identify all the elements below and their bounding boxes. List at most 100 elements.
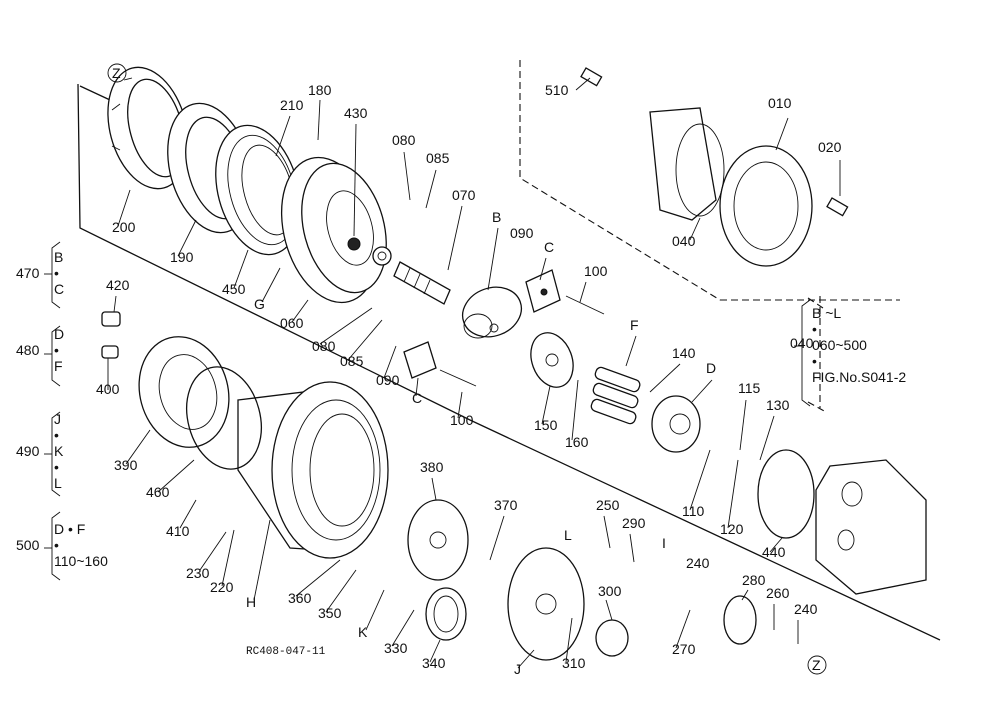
part-label-090a: 090	[510, 225, 534, 241]
motor-block	[815, 459, 927, 595]
part-label-410: 410	[166, 523, 190, 539]
side-group-line: •	[54, 265, 59, 281]
side-group-line: F	[54, 358, 63, 374]
part-label-230: 230	[186, 565, 210, 581]
part-label-160: 160	[565, 434, 589, 450]
side-group-code-500: 500	[16, 537, 40, 553]
side-group-code-490: 490	[16, 443, 40, 459]
part-label-180: 180	[308, 82, 332, 98]
part-label-450: 450	[222, 281, 246, 297]
part-label-f: F	[630, 317, 639, 333]
gear-340	[425, 587, 467, 641]
part-label-440: 440	[762, 544, 786, 560]
part-label-040a: 040	[672, 233, 696, 249]
part-label-260: 260	[766, 585, 790, 601]
part-label-100a: 100	[584, 263, 608, 279]
part-label-310: 310	[562, 655, 586, 671]
part-label-085b: 085	[340, 353, 364, 369]
housing-H	[237, 381, 389, 559]
gear-280	[723, 595, 757, 645]
valve-block-C-upper	[525, 269, 605, 315]
note-040-line: 060~500	[812, 337, 867, 353]
side-group-line: B	[54, 249, 63, 265]
part-label-090b: 090	[376, 372, 400, 388]
swash-plate-D	[651, 395, 701, 453]
part-label-150: 150	[534, 417, 558, 433]
part-label-370: 370	[494, 497, 518, 513]
side-group-line: J	[54, 411, 61, 427]
part-label-g: G	[254, 296, 265, 312]
part-label-020: 020	[818, 139, 842, 155]
part-label-140: 140	[672, 345, 696, 361]
bolt-510	[580, 67, 603, 87]
part-label-k: K	[358, 624, 368, 640]
spindle-G	[280, 156, 392, 304]
note-040-line: FIG.No.S041-2	[812, 369, 906, 385]
part-label-115: 115	[738, 380, 761, 396]
part-label-240a: 240	[686, 555, 710, 571]
part-label-c2: C	[412, 390, 422, 406]
part-label-060: 060	[280, 315, 304, 331]
part-label-280: 280	[742, 572, 766, 588]
part-label-300: 300	[598, 583, 622, 599]
o-ring-460	[186, 366, 262, 470]
part-label-330: 330	[384, 640, 408, 656]
part-label-200: 200	[112, 219, 136, 235]
part-label-460: 460	[146, 484, 170, 500]
part-label-220: 220	[210, 579, 234, 595]
gear-300	[595, 619, 629, 657]
note-040-code: 040	[790, 335, 814, 351]
note-040-line: B ~L	[812, 305, 841, 321]
piston-set-F	[590, 366, 641, 425]
part-label-430: 430	[344, 105, 368, 121]
drive-motor-040	[649, 107, 725, 221]
bolt-020	[826, 197, 849, 217]
note-040-line: •	[812, 321, 817, 337]
leader-lines	[107, 77, 841, 669]
part-label-360: 360	[288, 590, 312, 606]
plate-150	[530, 332, 574, 388]
part-label-130: 130	[766, 397, 790, 413]
part-label-085a: 085	[426, 150, 450, 166]
part-label-210: 210	[280, 97, 304, 113]
side-group-line: •	[54, 427, 59, 443]
part-label-110: 110	[682, 503, 705, 519]
note-040-line: •	[812, 353, 817, 369]
thrust-plate-380	[407, 499, 469, 581]
part-label-120: 120	[720, 521, 744, 537]
side-group-line: D	[54, 326, 64, 342]
side-brackets	[44, 241, 811, 581]
part-label-340: 340	[422, 655, 446, 671]
side-group-code-470: 470	[16, 265, 40, 281]
reference-code: RC408-047-11	[246, 646, 326, 658]
z-marker-circle	[107, 63, 127, 83]
part-label-270: 270	[672, 641, 696, 657]
part-label-z2: Z	[812, 657, 821, 673]
side-group-line: 110~160	[54, 553, 108, 569]
side-group-line: •	[54, 459, 59, 475]
cover-390	[138, 336, 230, 448]
part-label-250: 250	[596, 497, 620, 513]
part-label-h: H	[246, 594, 256, 610]
side-group-line: C	[54, 281, 64, 297]
side-group-line: •	[54, 342, 59, 358]
shaft-070	[393, 261, 451, 305]
part-label-080a: 080	[392, 132, 416, 148]
side-group-code-480: 480	[16, 342, 40, 358]
part-label-290: 290	[622, 515, 646, 531]
part-label-i: I	[662, 535, 666, 551]
cylinder-block-B	[461, 286, 523, 339]
part-label-380: 380	[420, 459, 444, 475]
sprocket-010	[719, 145, 813, 267]
part-label-400: 400	[96, 381, 120, 397]
part-label-z1: Z	[112, 65, 121, 81]
plug-400	[101, 345, 119, 359]
part-label-510: 510	[545, 82, 569, 98]
side-group-line: •	[54, 537, 59, 553]
side-group-line: L	[54, 475, 62, 491]
part-label-190: 190	[170, 249, 194, 265]
o-ring-440	[757, 449, 815, 539]
